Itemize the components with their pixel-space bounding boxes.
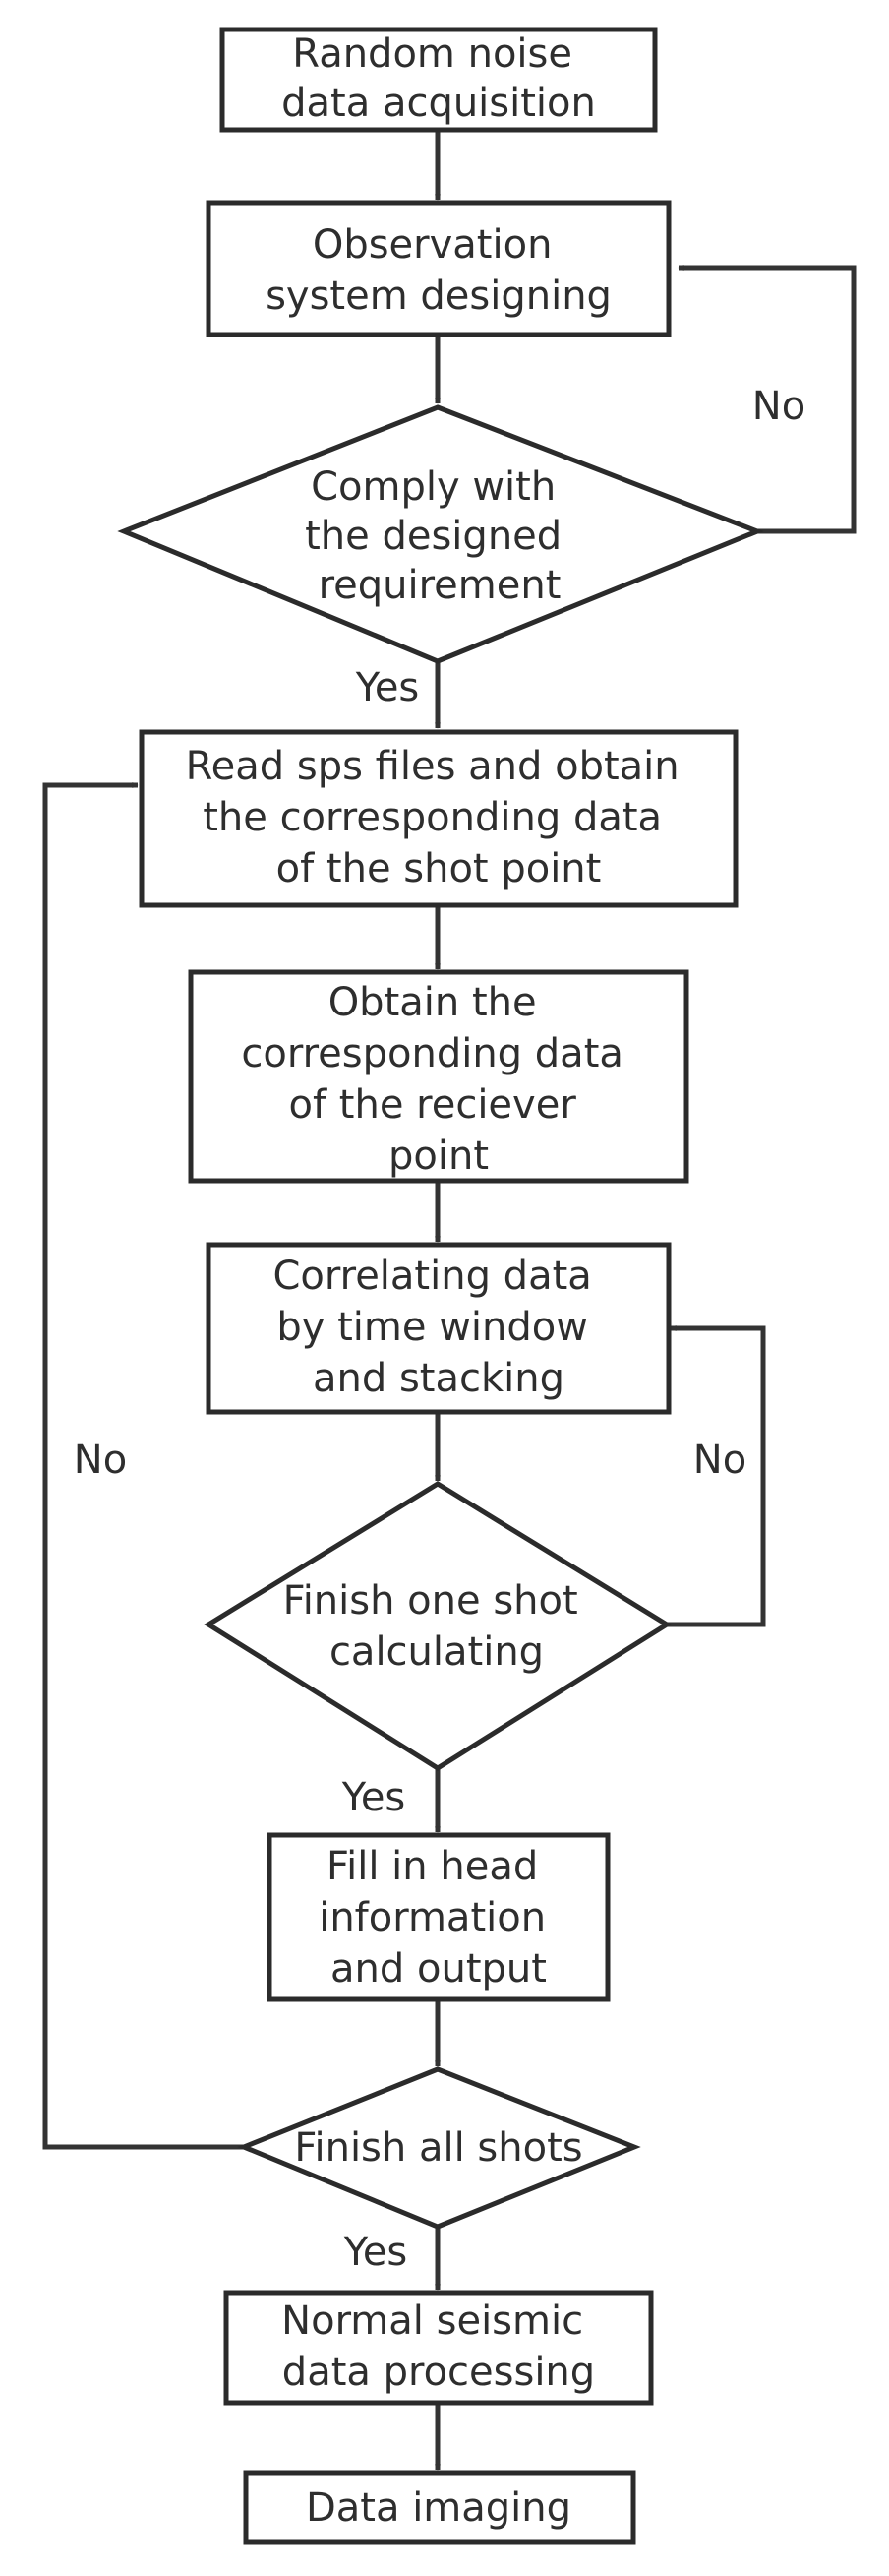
label-yes-comply: Yes <box>355 665 420 710</box>
node-text-line: the designed <box>305 514 562 559</box>
node-data-imaging: Data imaging <box>243 2470 636 2545</box>
node-receiver-data: Obtain the corresponding data of the rec… <box>188 969 689 1184</box>
edge-finish-one-no-loop <box>667 1325 766 1627</box>
label-no-finish-all: No <box>74 1438 127 1483</box>
label-yes-finish-all: Yes <box>343 2230 408 2275</box>
label-yes-finish-one: Yes <box>341 1775 406 1820</box>
node-text-line: Comply with <box>311 464 556 510</box>
decision-finish-one-shot-text: Finish one shot calculating <box>283 1578 591 1675</box>
node-observation-system-text: Observation system designing <box>266 222 612 319</box>
node-correlating-data-text: Correlating data by time window and stac… <box>272 1254 604 1401</box>
edge-finish-all-no-loop <box>42 782 244 2150</box>
node-text-line: Normal seismic <box>281 2299 583 2344</box>
node-correlating-data: Correlating data by time window and stac… <box>206 1242 672 1415</box>
node-text-line: data processing <box>282 2350 595 2395</box>
node-fill-head-info-text: Fill in head information and output <box>319 1844 559 1992</box>
node-text-line: Finish one shot <box>283 1578 578 1624</box>
node-read-sps-files: Read sps files and obtain the correspond… <box>139 729 739 908</box>
node-text-line: Correlating data <box>272 1254 591 1299</box>
node-text-line: corresponding data <box>241 1031 623 1076</box>
decision-finish-one-shot: Finish one shot calculating <box>204 1481 672 1771</box>
node-text-line: Fill in head <box>326 1844 538 1889</box>
node-text-line: of the reciever <box>289 1082 577 1128</box>
node-fill-head-info: Fill in head information and output <box>267 1832 611 2002</box>
node-text-line: Finish all shots <box>294 2125 582 2171</box>
label-no-finish-one: No <box>693 1438 746 1483</box>
node-text-line: by time window <box>276 1305 588 1350</box>
node-text-line: requirement <box>319 563 562 608</box>
node-text-line: Random noise <box>292 31 572 77</box>
decision-comply-requirement-text: Comply with the designed requirement <box>305 464 574 608</box>
node-text-line: of the shot point <box>276 846 602 891</box>
decision-comply-requirement: Comply with the designed requirement <box>117 404 764 664</box>
node-normal-seismic-processing-text: Normal seismic data processing <box>281 2299 596 2395</box>
node-text-line: Observation <box>313 222 553 268</box>
connectors <box>42 130 857 2471</box>
node-data-imaging-text: Data imaging <box>306 2485 571 2531</box>
node-text-line: and stacking <box>313 1356 564 1401</box>
node-text-line: Obtain the <box>328 980 537 1025</box>
node-text-line: Data imaging <box>306 2485 571 2531</box>
label-no-comply: No <box>752 384 805 429</box>
node-text-line: and output <box>330 1946 547 1992</box>
node-text-line: Read sps files and obtain <box>186 744 680 789</box>
node-data-acquisition-text: Random noise data acquisition <box>281 31 596 126</box>
node-text-line: data acquisition <box>281 81 596 126</box>
edge-comply-no-loop <box>678 265 857 534</box>
node-receiver-data-text: Obtain the corresponding data of the rec… <box>241 980 635 1179</box>
node-data-acquisition: Random noise data acquisition <box>219 27 658 133</box>
node-text-line: the corresponding data <box>203 795 662 840</box>
node-normal-seismic-processing: Normal seismic data processing <box>223 2290 654 2406</box>
node-observation-system: Observation system designing <box>206 200 672 337</box>
node-text-line: calculating <box>329 1629 544 1675</box>
node-text-line: information <box>319 1895 546 1940</box>
node-text-line: point <box>388 1134 489 1179</box>
node-read-sps-files-text: Read sps files and obtain the correspond… <box>186 744 692 891</box>
node-text-line: system designing <box>266 274 612 319</box>
decision-finish-all-shots: Finish all shots <box>237 2066 641 2230</box>
decision-finish-all-shots-text: Finish all shots <box>294 2125 582 2171</box>
